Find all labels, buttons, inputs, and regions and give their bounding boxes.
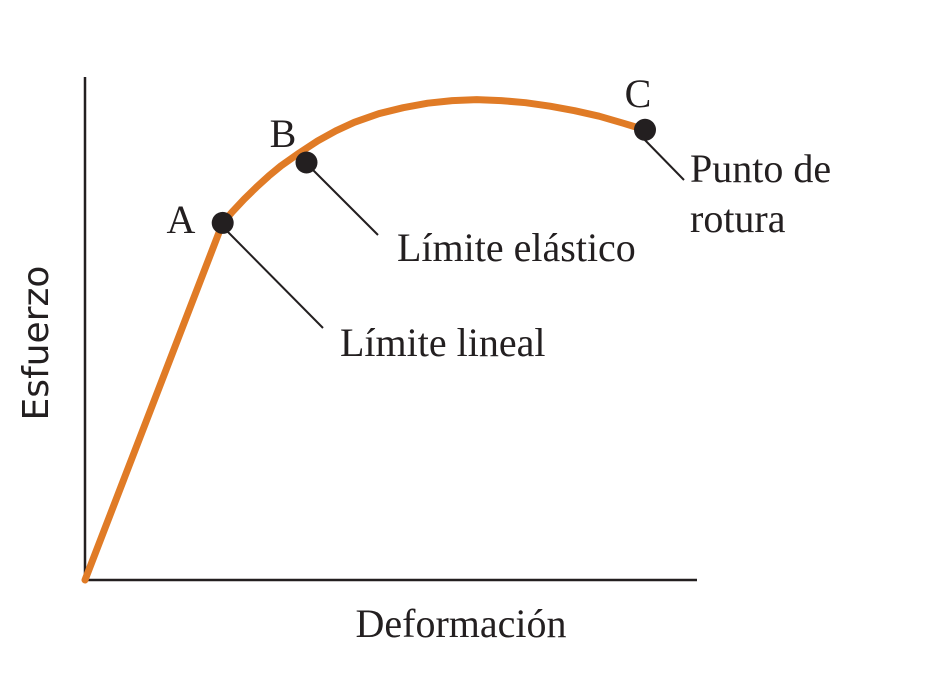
annotation-limite-lineal: Límite lineal (340, 320, 546, 365)
point-a-marker (211, 211, 234, 234)
point-b-marker (295, 151, 318, 174)
y-axis-title: Esfuerzo (16, 266, 57, 421)
leader-line-a (225, 229, 324, 329)
leader-line-b (310, 167, 379, 236)
stress-strain-curve (81, 96, 649, 584)
annotation-punto-de: Punto de (690, 146, 831, 191)
x-axis-title: Deformación (355, 601, 566, 646)
point-a-label: A (167, 197, 196, 242)
leader-line-c (640, 135, 685, 181)
point-b-label: B (270, 111, 297, 156)
point-c-marker (634, 118, 656, 141)
annotation-limite-elastico: Límite elástico (397, 225, 636, 270)
point-c-label: C (625, 71, 652, 116)
annotation-rotura: rotura (690, 196, 786, 241)
